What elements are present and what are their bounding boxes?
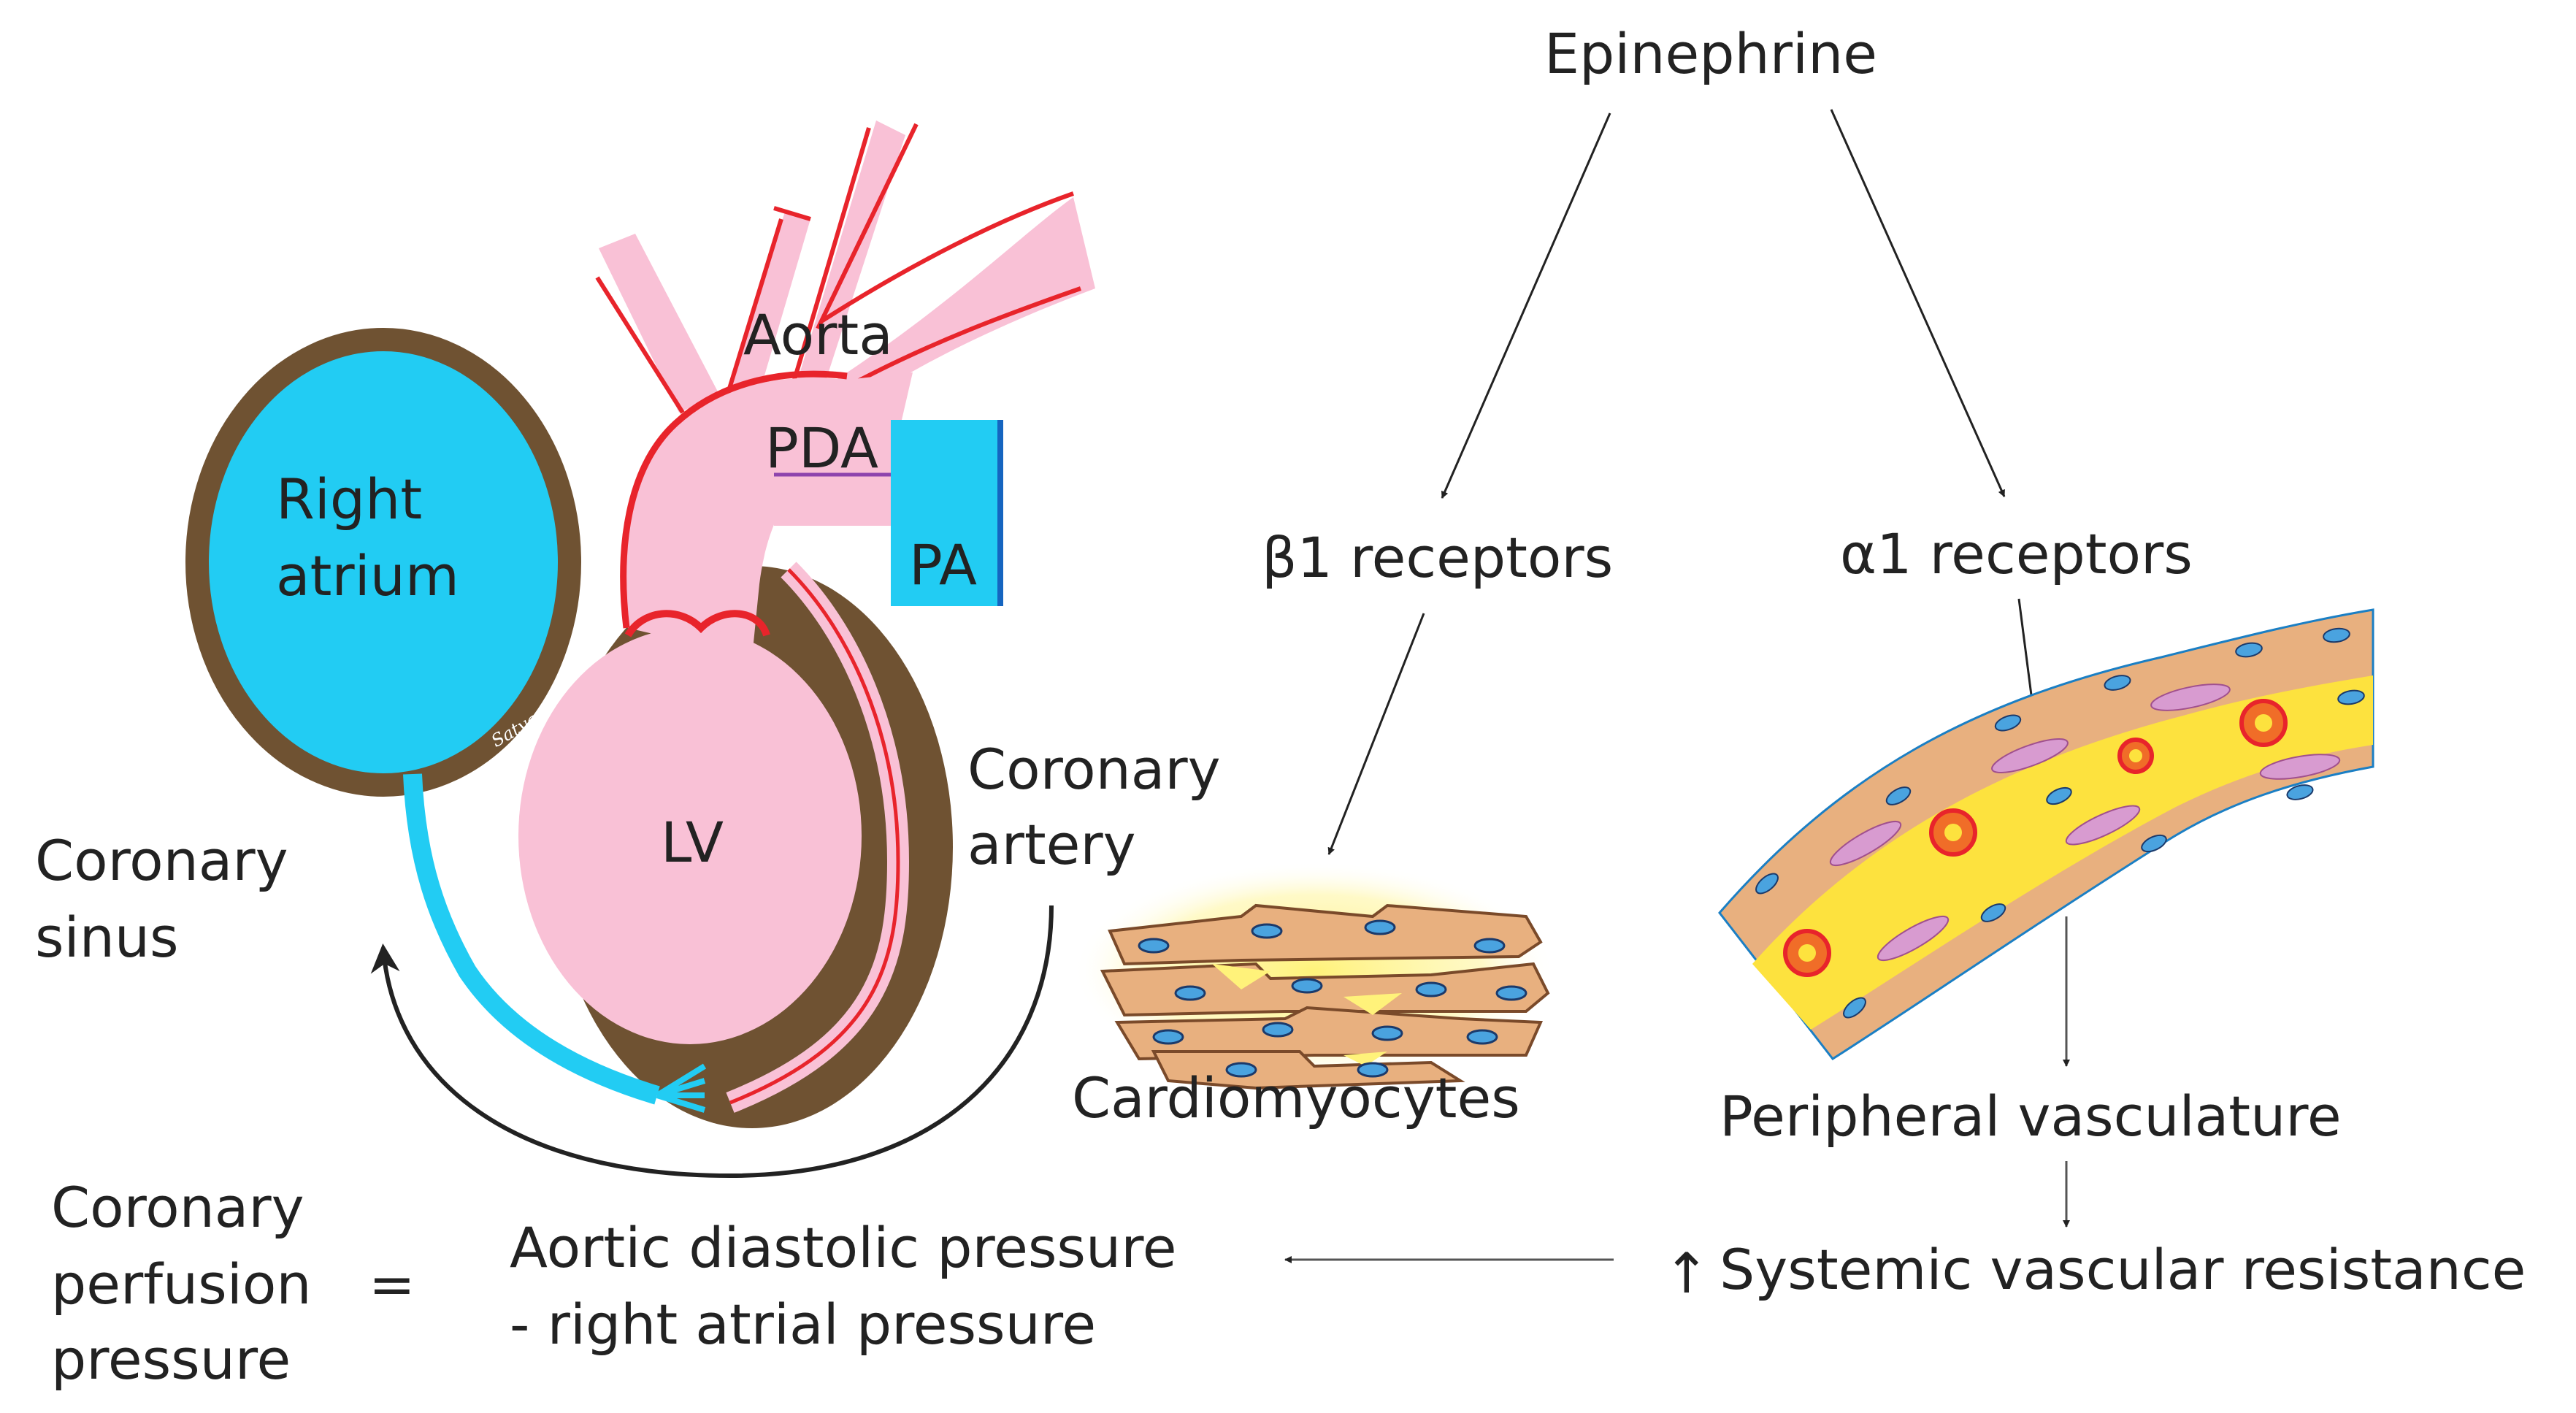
- cardiomyocytes-illustration: [1073, 862, 1555, 1090]
- cpp-label-3: pressure: [51, 1327, 291, 1392]
- heart-illustration: Satyan: [185, 120, 1095, 1128]
- cpp-label-1: Coronary: [51, 1175, 304, 1240]
- cpp-label-2: perfusion: [51, 1252, 312, 1317]
- peripheral-vessel-illustration: [1718, 608, 2374, 1060]
- coronary-sinus-label-1: Coronary: [35, 828, 288, 893]
- coronary-sinus-label-2: sinus: [35, 905, 179, 970]
- pa-label: PA: [909, 532, 977, 597]
- aortic-diastolic-pressure: Aortic diastolic pressure: [510, 1215, 1177, 1280]
- coronary-sinus-vessel: [403, 773, 660, 1105]
- right-atrium: [185, 328, 581, 797]
- beta1-receptors-label: β1 receptors: [1262, 525, 1613, 590]
- right-atrial-pressure: - right atrial pressure: [510, 1292, 1096, 1357]
- coronary-artery-label-2: artery: [967, 812, 1136, 877]
- right-atrium-label-2: atrium: [276, 543, 459, 608]
- arrow-epi-to-alpha1: [1830, 109, 2006, 497]
- pda: [774, 467, 902, 526]
- svr-increase-arrow: ↑: [1663, 1241, 1710, 1306]
- aortic-arch-branches: [595, 120, 1095, 414]
- svr-label: Systemic vascular resistance: [1720, 1237, 2526, 1302]
- aorta: [625, 372, 913, 657]
- pulmonary-artery: [891, 420, 1000, 606]
- epinephrine-title: Epinephrine: [1544, 21, 1877, 86]
- peripheral-vasculature-label: Peripheral vasculature: [1720, 1084, 2342, 1149]
- coronary-flow-arrow: [370, 905, 1054, 1179]
- aorta-label: Aorta: [743, 302, 893, 367]
- right-atrium-label-1: Right: [276, 467, 422, 532]
- arrow-beta1-to-cardiomyocytes: [1327, 613, 1425, 855]
- left-ventricle: [518, 628, 862, 1044]
- equals-sign: =: [369, 1252, 415, 1317]
- pda-label: PDA: [765, 416, 878, 480]
- alpha1-receptors-label: α1 receptors: [1840, 521, 2193, 586]
- arrow-epi-to-beta1: [1441, 112, 1611, 499]
- coronary-artery-label-1: Coronary: [967, 737, 1221, 802]
- cardiomyocytes-label: Cardiomyocytes: [1072, 1065, 1520, 1130]
- arrow-alpha1-to-vessel: [2017, 598, 2036, 713]
- lv-label: LV: [661, 810, 724, 875]
